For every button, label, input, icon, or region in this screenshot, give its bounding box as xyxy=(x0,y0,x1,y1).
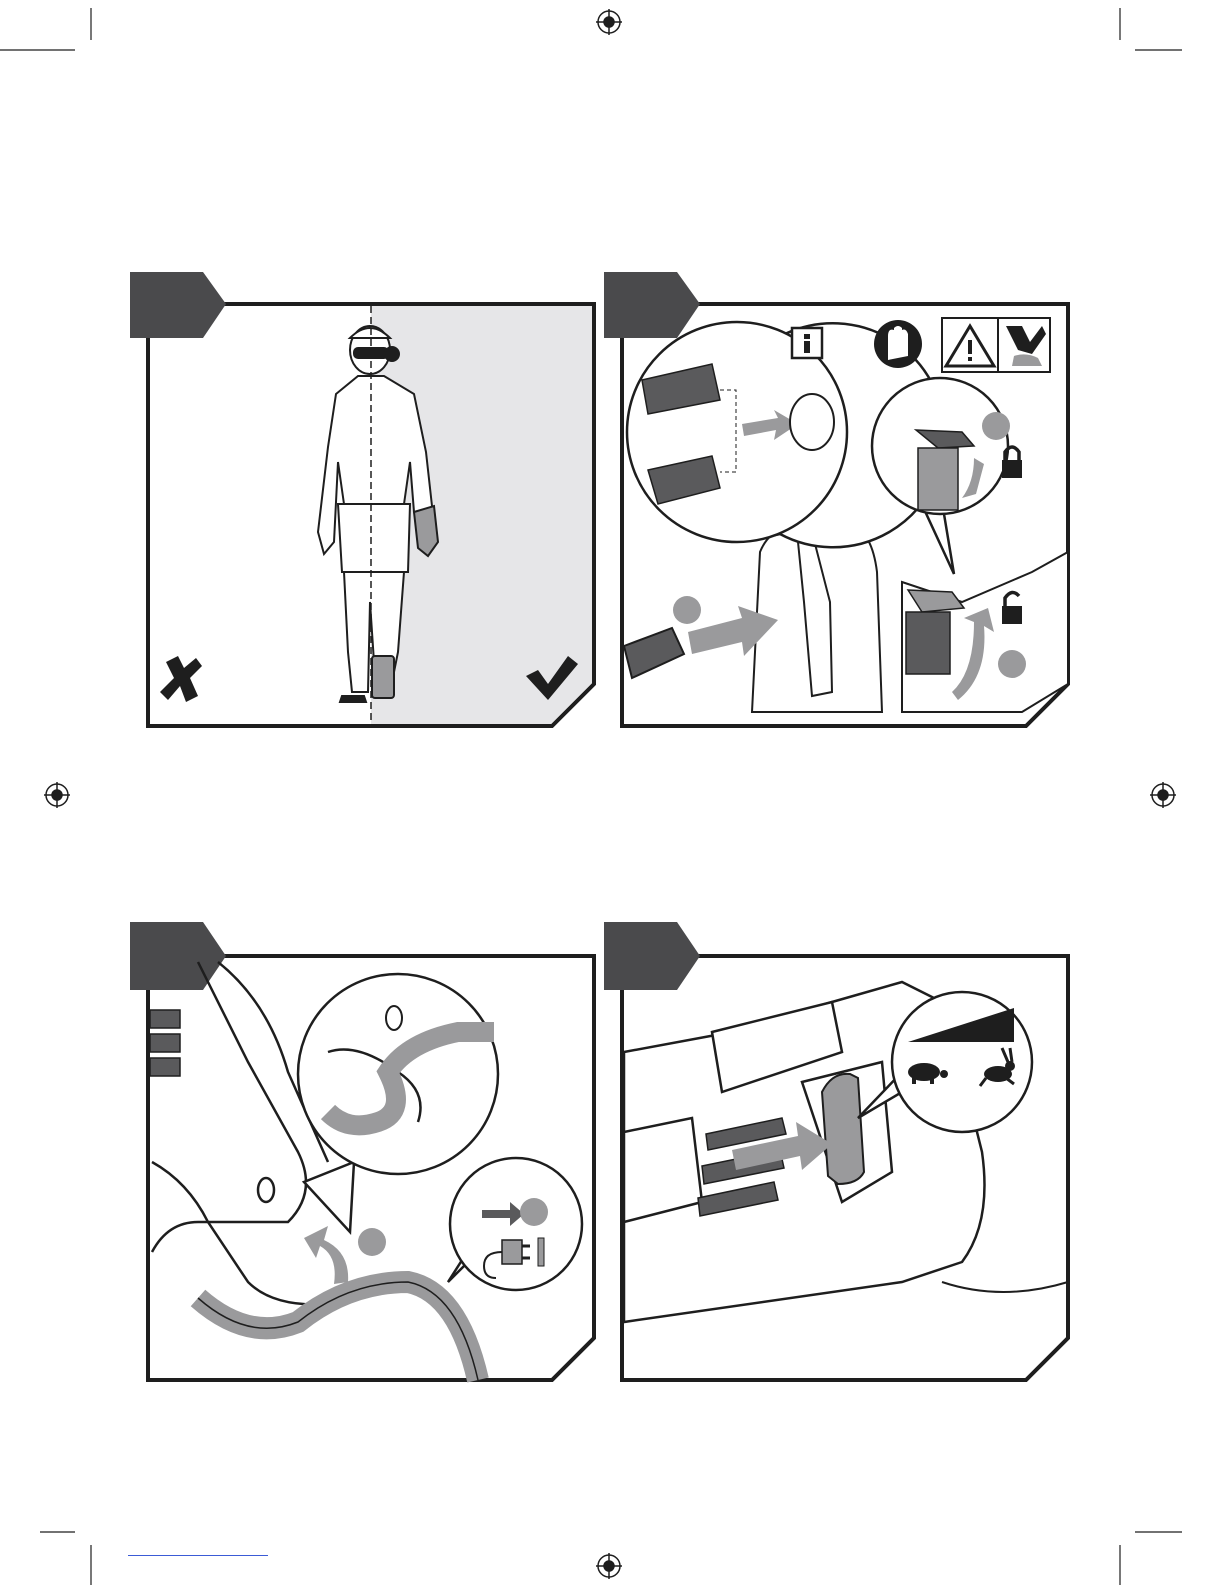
hand-cut-hazard-icon xyxy=(998,318,1050,372)
warning-icon xyxy=(942,318,998,372)
registration-mark-left xyxy=(44,782,70,808)
step-circle-plug xyxy=(520,1198,548,1226)
panel-blade-insertion xyxy=(602,272,1072,730)
panel-cable-hook xyxy=(128,922,598,1384)
step-circle-hook xyxy=(358,1228,386,1256)
panel-trigger-speed xyxy=(602,922,1072,1384)
panel-protective-clothing xyxy=(128,272,598,730)
step-circle-lock xyxy=(982,412,1010,440)
registration-mark-bottom xyxy=(596,1553,622,1579)
registration-mark-right xyxy=(1150,782,1176,808)
registration-mark-top xyxy=(596,9,622,35)
step-circle-unlock xyxy=(998,650,1026,678)
footer-underline xyxy=(128,1555,268,1556)
trigger xyxy=(822,1074,864,1184)
info-icon xyxy=(792,328,822,358)
step-circle-blade xyxy=(673,596,701,624)
gloves-icon xyxy=(874,320,922,368)
plug-callout xyxy=(448,1158,582,1290)
